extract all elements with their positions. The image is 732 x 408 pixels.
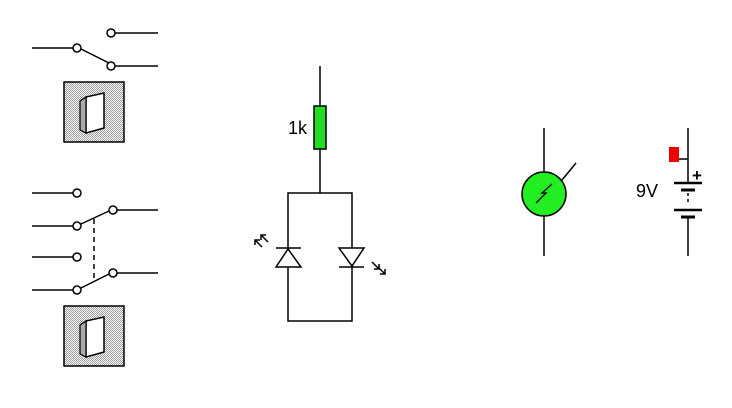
led-left[interactable]: [254, 234, 303, 268]
resistor-led-circuit: [287, 66, 353, 322]
spdt-switch: [32, 28, 158, 71]
resistor-label: 1k: [288, 118, 308, 138]
battery-polarity: +: [692, 166, 702, 185]
toggle-button-2[interactable]: [63, 305, 125, 367]
led-right[interactable]: [337, 247, 386, 275]
battery-marker[interactable]: [669, 147, 679, 162]
resistor-body[interactable]: [313, 105, 327, 150]
toggle-button-1[interactable]: [63, 81, 125, 143]
lamp[interactable]: [521, 128, 577, 256]
battery-label: 9V: [636, 181, 658, 201]
battery[interactable]: [672, 128, 702, 256]
dpdt-switch: [32, 188, 158, 295]
